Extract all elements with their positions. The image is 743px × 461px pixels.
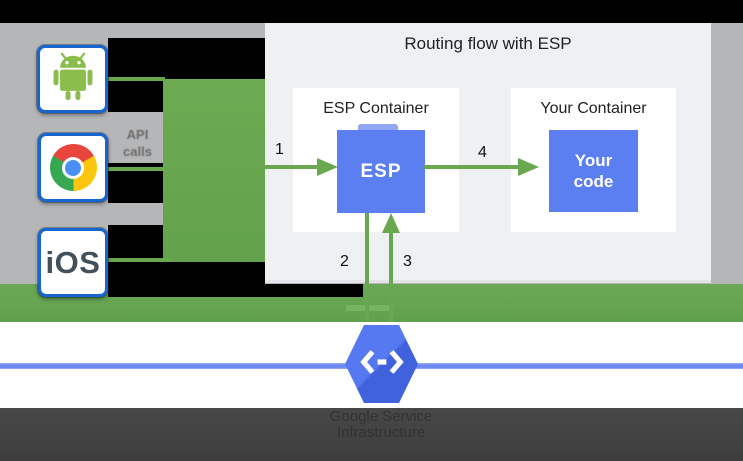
esp-box-label: ESP [360, 160, 402, 182]
connector-line-ios [108, 258, 172, 262]
arrow-4-line [424, 165, 519, 169]
chrome-icon [49, 144, 97, 191]
background-black-region [163, 262, 265, 284]
api-calls-label: API calls [110, 126, 165, 160]
background-black-region [108, 38, 265, 80]
top-black-bar [0, 0, 743, 23]
service-caption-line2: Infrastructure [336, 424, 426, 441]
arrow-3-line [389, 231, 393, 322]
background-black-region [108, 284, 363, 297]
panel-title: Routing flow with ESP [404, 34, 572, 53]
arrow-1-head [317, 158, 338, 176]
esp-box-tab [358, 124, 398, 133]
your-code-line1: Your [574, 151, 613, 170]
step-4-label: 4 [478, 144, 487, 161]
your-container-title: Your Container [540, 100, 647, 117]
connector-line-chrome [108, 167, 165, 171]
your-code-line2: code [573, 172, 614, 191]
code-brackets-icon [359, 348, 404, 381]
service-caption-line1: Google Service [329, 408, 433, 425]
step-1-label: 1 [275, 141, 284, 158]
background-black-region [108, 80, 163, 112]
esp-box: ESP [337, 130, 425, 213]
ios-label: iOS [45, 244, 101, 280]
step-3-label: 3 [403, 253, 412, 270]
step-2-label: 2 [340, 253, 349, 270]
your-container: Your Container Your code [511, 88, 676, 232]
routing-flow-panel: Routing flow with ESP ESP Container ESP … [265, 23, 711, 283]
api-calls-line1: API [126, 127, 149, 142]
esp-container-title: ESP Container [323, 100, 429, 117]
background-black-region [108, 225, 163, 284]
arrow-2-line [365, 213, 369, 322]
android-icon [50, 52, 96, 107]
client-box-chrome [38, 133, 108, 202]
arrow-4-head [518, 158, 539, 176]
api-calls-line2: calls [123, 144, 152, 159]
your-code-box-label: Your code [574, 150, 614, 192]
arrow-1-line [265, 165, 319, 169]
client-box-android [37, 45, 108, 113]
green-band-highlight [346, 305, 392, 311]
service-caption: Google Service Infrastructure [291, 409, 471, 441]
footer-bar [0, 408, 743, 461]
connector-line-android [108, 77, 165, 81]
client-box-ios: iOS [38, 228, 108, 297]
arrow-3-head [382, 213, 400, 233]
your-code-box: Your code [549, 130, 638, 212]
green-riser-rect [163, 79, 265, 262]
